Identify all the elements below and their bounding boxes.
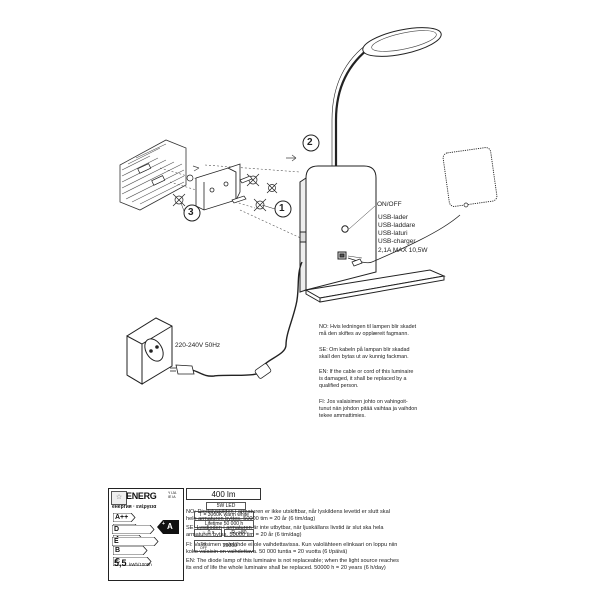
warmup-icon: ☼ bbox=[201, 530, 208, 536]
step-2-number: 2 bbox=[307, 137, 313, 148]
step-3-circle bbox=[183, 204, 201, 222]
note-no: NO: Hvis ledningen til lampen blir skade… bbox=[319, 324, 417, 337]
spec-box: 400 lm 5W LED T = 3000K warm white Lifet… bbox=[186, 488, 261, 572]
energy-label-title: ENERG bbox=[126, 491, 157, 501]
usb-label-4: USB-charger bbox=[378, 238, 416, 245]
note-fi: FI: Jos valaisimen johto on vahingoit- t… bbox=[319, 399, 418, 419]
lamp-shelf bbox=[304, 269, 446, 303]
bottom-note-en: EN: The diode lamp of this luminaire is … bbox=[186, 558, 399, 571]
onoff-label: ON/OFF bbox=[377, 201, 402, 208]
class-b: B bbox=[113, 546, 148, 555]
bottom-note-se: SE: Lysdioden i armaturen är inte utbytb… bbox=[186, 525, 384, 538]
lamp-head bbox=[362, 27, 442, 57]
step-1-number: 1 bbox=[279, 203, 285, 214]
lifetime: Lifetime 50 000 h bbox=[194, 520, 254, 528]
switch-icon: ON OFF bbox=[200, 542, 207, 550]
power-cable bbox=[191, 261, 303, 377]
usb-label-5: 2,1A MAX 10,5W bbox=[378, 247, 428, 254]
class-d: D bbox=[112, 525, 155, 534]
current-class-sup: + bbox=[162, 521, 165, 527]
gooseneck-arm bbox=[334, 45, 373, 172]
phone-icon bbox=[442, 147, 498, 208]
switching-cycles: ON OFF 20000 bbox=[194, 540, 254, 552]
step-3-number: 3 bbox=[188, 207, 194, 218]
note-en: EN: If the cable or cord of this luminai… bbox=[319, 369, 414, 389]
note-se: SE: Om kabeln på lampan blir skadad skal… bbox=[319, 347, 410, 360]
current-class-letter: A bbox=[167, 522, 173, 531]
energy-consumption: 5,5 kWh/1000h bbox=[114, 558, 152, 568]
power-plug bbox=[170, 364, 195, 375]
wall-socket bbox=[126, 317, 173, 385]
lamp-back-plate bbox=[299, 165, 377, 293]
power-rating: 5W LED bbox=[206, 502, 246, 510]
energy-label-suffix: Y IJA IE IA bbox=[168, 491, 177, 499]
step-2-circle bbox=[302, 134, 320, 152]
voltage-label: 220-240V 50Hz bbox=[175, 342, 221, 349]
color-temperature: T = 3000K warm white bbox=[194, 511, 254, 519]
eu-flag-icon: ☆ bbox=[111, 491, 127, 505]
cri-value: Rₐ ≥80 bbox=[224, 529, 254, 537]
class-e: E bbox=[112, 537, 159, 546]
bottom-note-no: NO: Diodelyskilden i armaturen er ikke u… bbox=[186, 509, 390, 522]
class-c: C bbox=[113, 557, 152, 566]
usb-label-1: USB-lader bbox=[378, 214, 408, 221]
class-app: A++ bbox=[113, 513, 136, 522]
energy-label-subtitle: енергия · ενέργεια bbox=[112, 504, 157, 510]
lumen-output: 400 lm bbox=[186, 488, 261, 500]
usb-label-2: USB-laddare bbox=[378, 222, 416, 229]
current-class-arrow: A+ bbox=[157, 520, 179, 534]
usb-label-3: USB-laturi bbox=[378, 230, 408, 237]
usb-cable bbox=[347, 214, 461, 267]
bottom-note-fi: FI: Valaisimen valolähde ei ole vaihdett… bbox=[186, 542, 398, 555]
wall-hatch bbox=[119, 139, 187, 211]
wall-bracket bbox=[195, 163, 241, 211]
warmup-time: ☼ 0 s bbox=[194, 529, 222, 537]
energy-label-header: ☆ ENERG Y IJA IE IA bbox=[111, 491, 181, 505]
